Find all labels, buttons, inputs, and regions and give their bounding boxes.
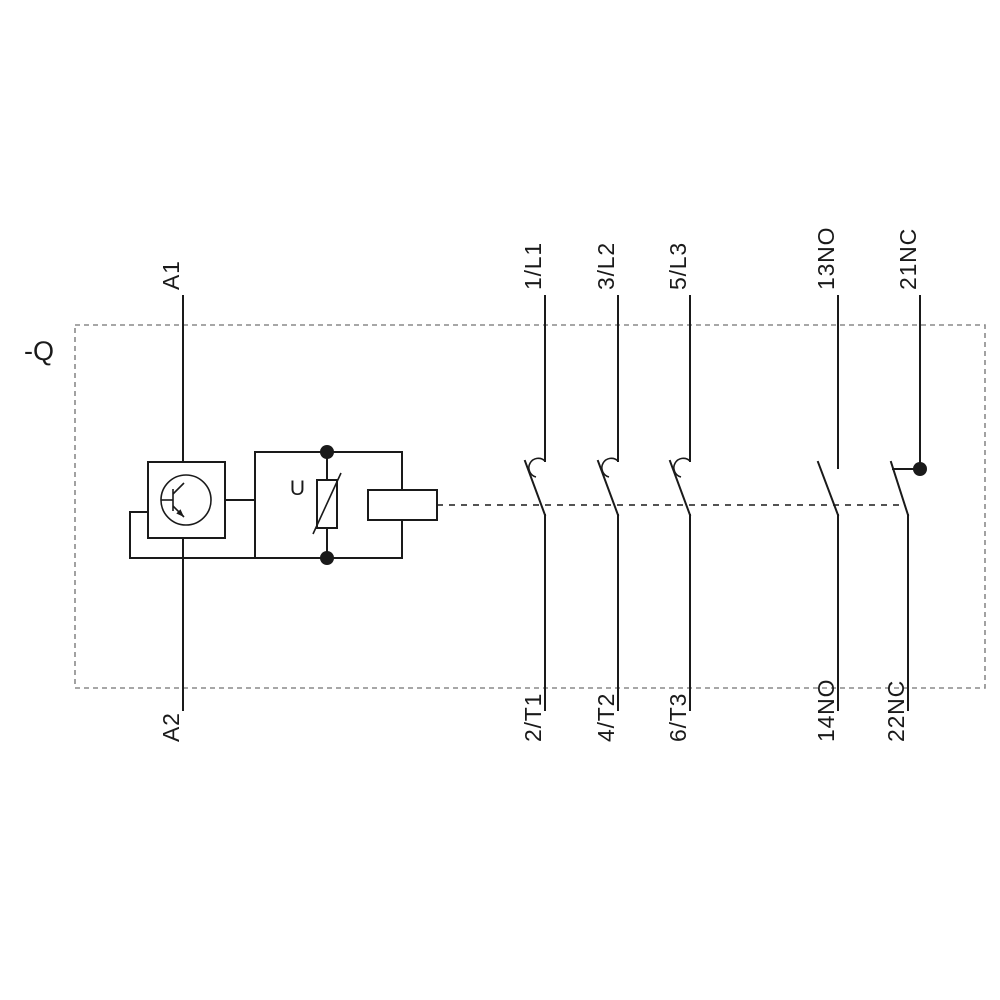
varistor-label: U [290, 477, 305, 500]
coil-circuit: U [129, 295, 438, 711]
transistor-symbol [161, 482, 185, 518]
terminal-label-13no: 13NO [813, 227, 839, 290]
junction-dot-top [320, 445, 334, 459]
main-contact-pole-1 [523, 295, 547, 711]
device-enclosure-border [74, 324, 986, 689]
main-contact-pole-2 [596, 295, 620, 711]
contact-moving-blade [596, 459, 620, 517]
terminal-label-3l2: 3/L2 [593, 242, 619, 290]
contact-hook [673, 457, 691, 478]
contact-moving-blade [668, 459, 692, 517]
contact-hook [601, 457, 619, 478]
main-contact-pole-3 [668, 295, 692, 711]
electronics-module-box [147, 461, 226, 539]
terminal-label-1l1: 1/L1 [520, 242, 546, 290]
aux-contact-no [816, 295, 840, 711]
coil-wiring-loop [129, 451, 403, 559]
terminal-label-a1: A1 [158, 260, 184, 290]
terminal-label-14no: 14NO [813, 679, 839, 742]
terminal-label-2t1: 2/T1 [520, 693, 546, 742]
terminal-label-4t2: 4/T2 [593, 693, 619, 742]
varistor [312, 445, 342, 565]
terminal-label-22nc: 22NC [883, 680, 909, 742]
terminal-label-6t3: 6/T3 [665, 693, 691, 742]
varistor-strike [312, 472, 342, 535]
contact-moving-blade [816, 460, 840, 517]
aux-contact-nc [889, 295, 927, 711]
device-reference-label: -Q [24, 336, 54, 366]
contact-hook [528, 457, 546, 478]
terminal-label-21nc: 21NC [895, 228, 921, 290]
terminal-label-a2: A2 [158, 712, 184, 742]
terminal-labels: A1 A2 1/L1 2/T1 3/L2 4/T2 5/L3 6/T3 13NO… [158, 227, 921, 742]
contact-moving-blade [523, 459, 547, 517]
contact-moving-blade [889, 460, 910, 517]
terminal-label-5l3: 5/L3 [665, 242, 691, 290]
coil-box [367, 489, 438, 521]
junction-dot-bottom [320, 551, 334, 565]
transistor-emitter-arrow [176, 509, 184, 517]
